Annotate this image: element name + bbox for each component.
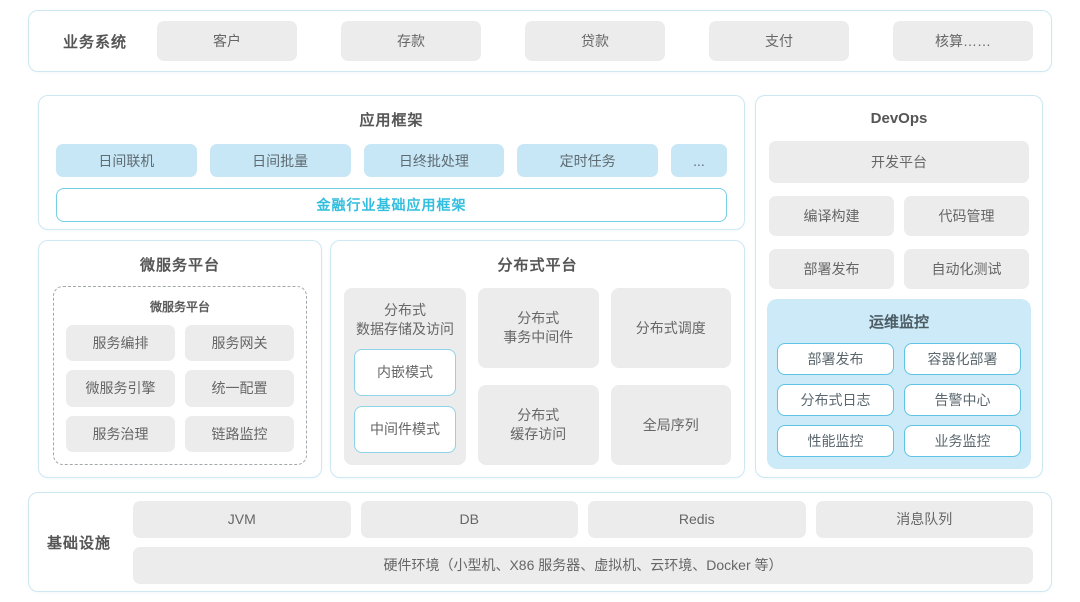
business-systems-row: 客户 存款 贷款 支付 核算……	[157, 21, 1033, 61]
business-systems-panel: 业务系统 客户 存款 贷款 支付 核算……	[28, 10, 1052, 72]
monitor-item-alert-center: 告警中心	[904, 384, 1021, 416]
business-item-payment: 支付	[709, 21, 849, 61]
distributed-panel: 分布式平台 分布式 数据存储及访问 内嵌模式 中间件模式 分布式 事务中间件 分…	[330, 240, 745, 478]
dist-item-scheduling: 分布式调度	[610, 288, 731, 368]
infrastructure-row: JVM DB Redis 消息队列	[133, 500, 1033, 538]
microservice-inner-box: 微服务平台 服务编排 服务网关 微服务引擎 统一配置 服务治理 链路监控	[53, 286, 307, 465]
af-item-daytime-batch: 日间批量	[209, 144, 351, 177]
infrastructure-label: 基础设施	[47, 534, 112, 552]
infra-item-mq: 消息队列	[815, 500, 1033, 538]
microservice-grid: 服务编排 服务网关 微服务引擎 统一配置 服务治理 链路监控	[66, 325, 294, 452]
ops-monitoring-panel: 运维监控 部署发布 容器化部署 分布式日志 告警中心 性能监控 业务监控	[767, 299, 1031, 469]
microservice-title: 微服务平台	[139, 257, 220, 274]
business-item-customer: 客户	[157, 21, 297, 61]
devops-item-deploy: 部署发布	[769, 249, 894, 289]
devops-title: DevOps	[870, 110, 928, 127]
monitor-item-performance: 性能监控	[777, 425, 894, 457]
devops-panel: DevOps 开发平台 编译构建 代码管理 部署发布 自动化测试 运维监控 部署…	[755, 95, 1043, 478]
devops-item-code-mgmt: 代码管理	[904, 196, 1029, 236]
monitor-item-deploy: 部署发布	[777, 343, 894, 375]
business-item-deposit: 存款	[341, 21, 481, 61]
ops-monitoring-grid: 部署发布 容器化部署 分布式日志 告警中心 性能监控 业务监控	[777, 343, 1021, 457]
business-item-accounting: 核算……	[893, 21, 1033, 61]
infra-item-redis: Redis	[588, 500, 806, 538]
storage-mode-middleware: 中间件模式	[354, 405, 456, 453]
storage-mode-embedded: 内嵌模式	[354, 348, 456, 396]
infrastructure-panel: 基础设施 JVM DB Redis 消息队列 硬件环境（小型机、X86 服务器、…	[28, 492, 1052, 592]
monitor-item-container-deploy: 容器化部署	[904, 343, 1021, 375]
micro-item-tracing: 链路监控	[185, 415, 294, 452]
app-framework-row: 日间联机 日间批量 日终批处理 定时任务 ...	[56, 144, 727, 177]
af-item-ellipsis: ...	[671, 144, 727, 177]
af-item-scheduled-task: 定时任务	[517, 144, 658, 177]
dist-item-global-sequence: 全局序列	[610, 385, 731, 465]
distributed-right-column: 分布式调度 全局序列	[610, 288, 731, 465]
monitor-item-distributed-log: 分布式日志	[777, 384, 894, 416]
distributed-storage-title: 分布式 数据存储及访问	[356, 302, 454, 337]
distributed-body: 分布式 数据存储及访问 内嵌模式 中间件模式 分布式 事务中间件 分布式 缓存访…	[344, 288, 731, 465]
business-item-loan: 贷款	[525, 21, 665, 61]
app-framework-panel: 应用框架 日间联机 日间批量 日终批处理 定时任务 ... 金融行业基础应用框架	[38, 95, 745, 230]
infra-item-jvm: JVM	[133, 500, 351, 538]
devops-grid: 编译构建 代码管理 部署发布 自动化测试	[769, 196, 1029, 289]
infra-item-db: DB	[360, 500, 578, 538]
infra-hardware-environment: 硬件环境（小型机、X86 服务器、虚拟机、云环境、Docker 等）	[133, 546, 1033, 584]
microservice-panel: 微服务平台 微服务平台 服务编排 服务网关 微服务引擎 统一配置 服务治理 链路…	[38, 240, 322, 478]
app-framework-title: 应用框架	[359, 112, 424, 129]
monitor-item-business: 业务监控	[904, 425, 1021, 457]
distributed-middle-column: 分布式 事务中间件 分布式 缓存访问	[478, 288, 599, 465]
af-item-eod-batch: 日终批处理	[363, 144, 505, 177]
micro-item-gateway: 服务网关	[185, 325, 294, 362]
distributed-title: 分布式平台	[497, 257, 578, 274]
business-systems-label: 业务系统	[63, 33, 128, 51]
devops-item-auto-test: 自动化测试	[904, 249, 1029, 289]
devops-item-build: 编译构建	[769, 196, 894, 236]
distributed-storage-box: 分布式 数据存储及访问 内嵌模式 中间件模式	[344, 288, 466, 465]
devops-dev-platform: 开发平台	[769, 141, 1029, 183]
micro-item-engine: 微服务引擎	[66, 370, 175, 407]
dist-item-cache-access: 分布式 缓存访问	[478, 385, 599, 465]
ops-monitoring-title: 运维监控	[868, 314, 929, 331]
dist-item-transaction-middleware: 分布式 事务中间件	[478, 288, 599, 368]
microservice-inner-title: 微服务平台	[149, 300, 210, 314]
af-item-daytime-online: 日间联机	[56, 144, 197, 177]
micro-item-orchestration: 服务编排	[66, 325, 175, 362]
micro-item-config: 统一配置	[185, 370, 294, 407]
af-base-framework: 金融行业基础应用框架	[56, 188, 727, 222]
micro-item-governance: 服务治理	[66, 415, 175, 452]
infrastructure-body: JVM DB Redis 消息队列 硬件环境（小型机、X86 服务器、虚拟机、云…	[133, 500, 1033, 584]
